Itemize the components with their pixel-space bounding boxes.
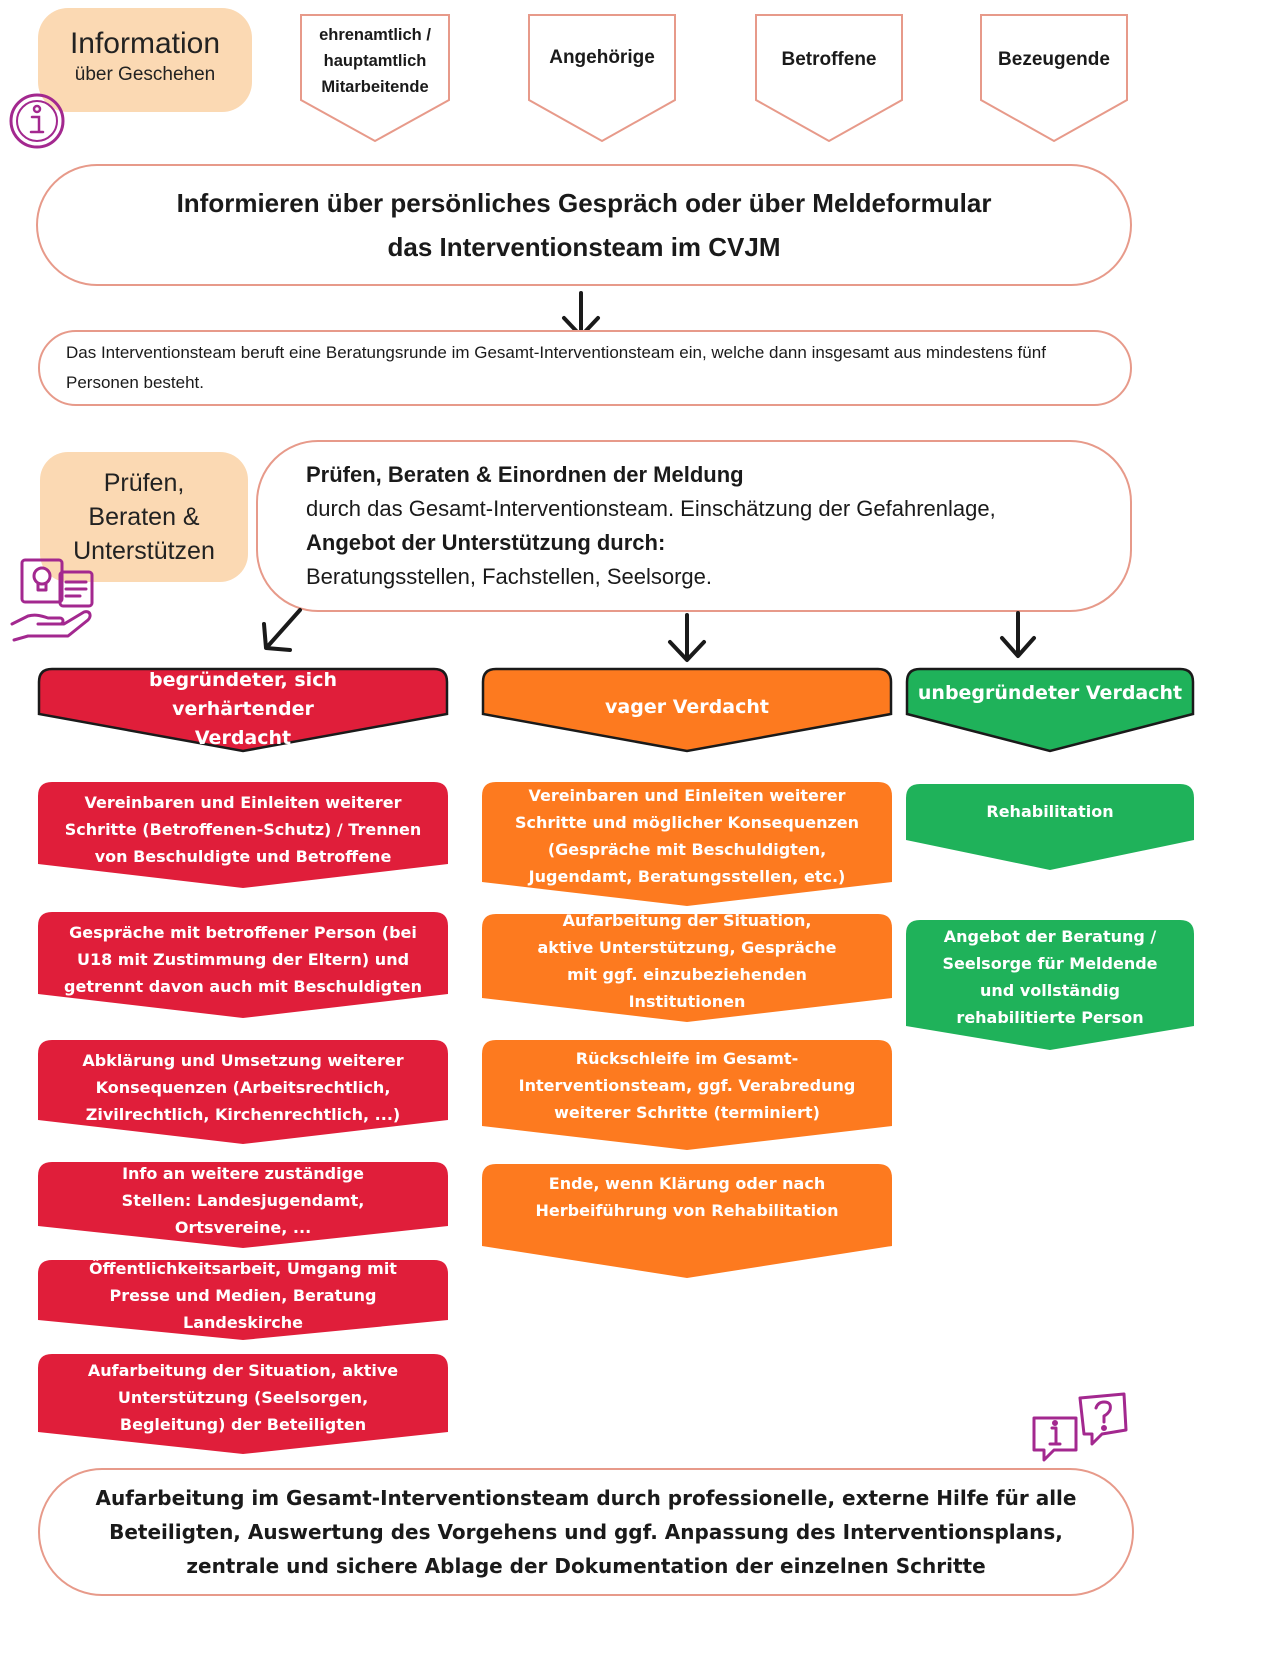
green-step: Rehabilitation [906,784,1194,870]
inform-box: Informieren über persönliches Gespräch o… [36,164,1132,286]
arrow-down-icon [668,613,706,662]
team-box: Das Interventionsteam beruft eine Beratu… [38,330,1132,406]
red-step: Öffentlichkeitsarbeit, Umgang mit Presse… [38,1259,448,1340]
review-label: Prüfen, Beraten & Unterstützen [40,452,248,582]
arrow-down-left-icon [262,608,302,652]
inform-line-1: Informieren über persönliches Gespräch o… [176,188,992,218]
information-title: Information [69,27,221,60]
review-heading-2: Angebot der Unterstützung durch: [306,530,666,555]
red-column-header: begründeter, sich verhärtender Verdacht [37,667,449,753]
final-text: Aufarbeitung im Gesamt-Interventionsteam… [95,1486,1077,1578]
review-heading: Prüfen, Beraten & Einordnen der Meldung [306,462,744,487]
info-circle-icon [9,93,65,149]
source-tab-affected: Betroffene [755,14,903,143]
source-tab-witnesses: Bezeugende [980,14,1128,143]
red-step: Gespräche mit betroffener Person (bei U1… [38,912,448,1018]
orange-step: Vereinbaren und Einleiten weiterer Schri… [482,782,892,906]
red-step: Aufarbeitung der Situation, aktive Unter… [38,1354,448,1454]
orange-step: Aufarbeitung der Situation, aktive Unter… [482,911,892,1022]
lightbulb-hand-icon [10,558,94,642]
info-question-chat-icon [1032,1392,1128,1462]
team-text: Das Interventionsteam beruft eine Beratu… [66,343,1046,392]
source-tab-staff: ehrenamtlich / hauptamtlich Mitarbeitend… [300,14,450,143]
green-step: Angebot der Beratung / Seelsorge für Mel… [906,920,1194,1050]
review-text-1: durch das Gesamt-Interventionsteam. Eins… [306,496,996,521]
orange-column-header: vager Verdacht [481,667,893,753]
orange-step: Rückschleife im Gesamt-Interventionsteam… [482,1040,892,1150]
red-step: Vereinbaren und Einleiten weiterer Schri… [38,782,448,888]
information-subtitle: über Geschehen [74,64,216,85]
final-box: Aufarbeitung im Gesamt-Interventionsteam… [38,1468,1134,1596]
red-step: Info an weitere zuständige Stellen: Land… [38,1162,448,1248]
orange-step: Ende, wenn Klärung oder nach Herbeiführu… [482,1164,892,1278]
review-box: Prüfen, Beraten & Einordnen der Meldung … [256,440,1132,612]
review-text-2: Beratungsstellen, Fachstellen, Seelsorge… [306,564,713,589]
red-step: Abklärung und Umsetzung weiterer Konsequ… [38,1040,448,1144]
arrow-down-icon [1000,611,1036,658]
source-tab-relatives: Angehörige [528,14,676,143]
green-column-header: unbegründeter Verdacht [905,667,1195,753]
inform-line-2: das Interventionsteam im CVJM [387,232,781,262]
information-label: Information über Geschehen [38,8,252,112]
